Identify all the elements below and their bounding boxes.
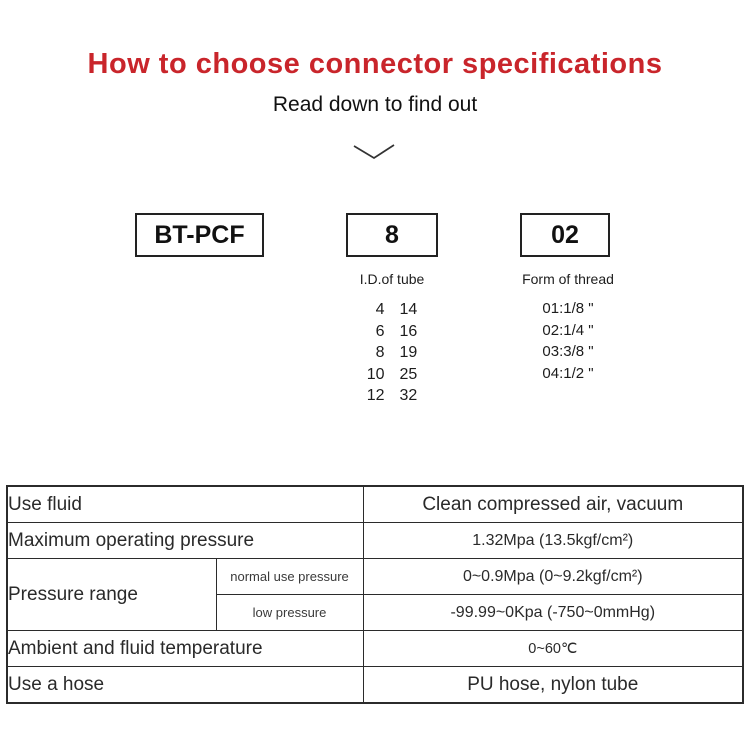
tube-id-row: 12 32 <box>317 385 467 407</box>
spec-label: Maximum operating pressure <box>6 522 364 559</box>
tube-id-value: 6 <box>375 322 385 340</box>
tube-id-row: 6 16 <box>317 321 467 343</box>
spec-row-use-fluid: Use fluid Clean compressed air, vacuum <box>6 485 744 523</box>
tube-id-heading: I.D.of tube <box>359 271 425 287</box>
tube-id-row: 10 25 <box>317 364 467 386</box>
tube-od-value: 16 <box>399 322 418 340</box>
spec-row-hose: Use a hose PU hose, nylon tube <box>6 666 744 704</box>
page-title: How to choose connector specifications <box>87 48 663 80</box>
spec-value: 0~60℃ <box>362 630 744 667</box>
thread-form-item: 01:1/8 " <box>542 300 594 317</box>
spec-sublabel: low pressure <box>215 594 364 631</box>
tube-id-value: 8 <box>375 344 385 361</box>
spec-row-temperature: Ambient and fluid temperature 0~60℃ <box>6 630 744 667</box>
spec-row-pressure-low: low pressure -99.99~0Kpa (-750~0mmHg) <box>7 594 744 631</box>
spec-row-max-pressure: Maximum operating pressure 1.32Mpa (13.5… <box>6 522 744 559</box>
tube-id-value: 10 <box>366 365 385 383</box>
spec-label: Use fluid <box>6 485 364 523</box>
tube-od-value: 19 <box>399 344 418 361</box>
spec-value: 1.32Mpa (13.5kgf/cm²) <box>362 522 744 559</box>
thread-form-list: 01:1/8 " 02:1/4 " 03:3/8 " 04:1/2 " <box>493 298 643 385</box>
spec-label: Ambient and fluid temperature <box>6 630 364 667</box>
tube-id-value: 4 <box>375 301 385 318</box>
spec-value: -99.99~0Kpa (-750~0mmHg) <box>362 594 744 631</box>
chevron-down-icon <box>353 143 395 161</box>
spec-row-pressure-normal: Pressure range normal use pressure 0~0.9… <box>6 558 744 631</box>
tube-id-value: 12 <box>366 387 385 404</box>
spec-table: Use fluid Clean compressed air, vacuum M… <box>6 485 744 704</box>
spec-label: Use a hose <box>6 666 364 704</box>
spec-sublabel: normal use pressure <box>215 558 364 595</box>
thread-form-item: 03:3/8 " <box>542 343 594 361</box>
tube-id-row: 8 19 <box>317 342 467 364</box>
tube-od-value: 14 <box>399 301 418 318</box>
code-box-series: BT-PCF <box>135 213 264 257</box>
thread-form-item: 04:1/2 " <box>542 365 594 383</box>
page-subtitle: Read down to find out <box>272 93 478 116</box>
code-box-tube-id: 8 <box>346 213 438 257</box>
thread-form-item: 02:1/4 " <box>542 321 594 339</box>
tube-od-value: 25 <box>399 365 418 383</box>
tube-id-row: 4 14 <box>317 299 467 321</box>
tube-od-value: 32 <box>399 387 418 404</box>
spec-value: 0~0.9Mpa (0~9.2kgf/cm²) <box>362 558 744 595</box>
spec-label: Pressure range <box>6 558 217 631</box>
spec-value: Clean compressed air, vacuum <box>362 485 744 523</box>
tube-id-list: 4 14 6 16 8 19 10 25 12 32 <box>317 299 467 407</box>
code-box-thread: 02 <box>520 213 610 257</box>
thread-form-heading: Form of thread <box>522 271 614 287</box>
spec-value: PU hose, nylon tube <box>362 666 744 704</box>
